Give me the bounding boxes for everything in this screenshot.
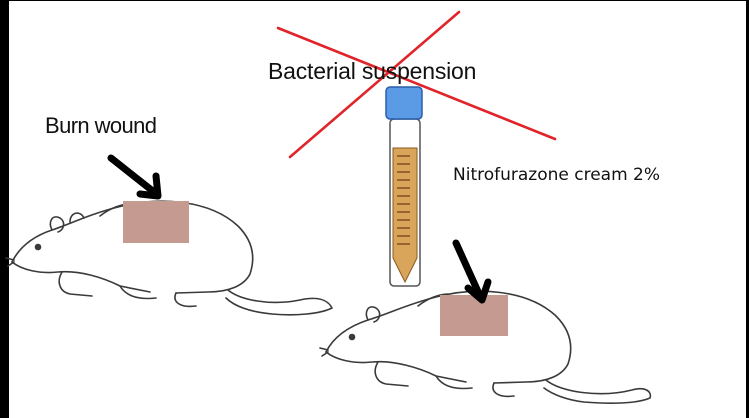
arrow-icon bbox=[111, 158, 158, 196]
treatment-label: Nitrofurazone cream 2% bbox=[453, 165, 660, 185]
test-tube-icon bbox=[386, 87, 422, 286]
burn-wound-patch bbox=[440, 295, 508, 336]
burn-wound-patch bbox=[123, 201, 189, 243]
bacterial-suspension-label: Bacterial suspension bbox=[268, 58, 476, 85]
arrow-icon bbox=[456, 243, 488, 300]
burn-wound-label: Burn wound bbox=[45, 113, 156, 139]
